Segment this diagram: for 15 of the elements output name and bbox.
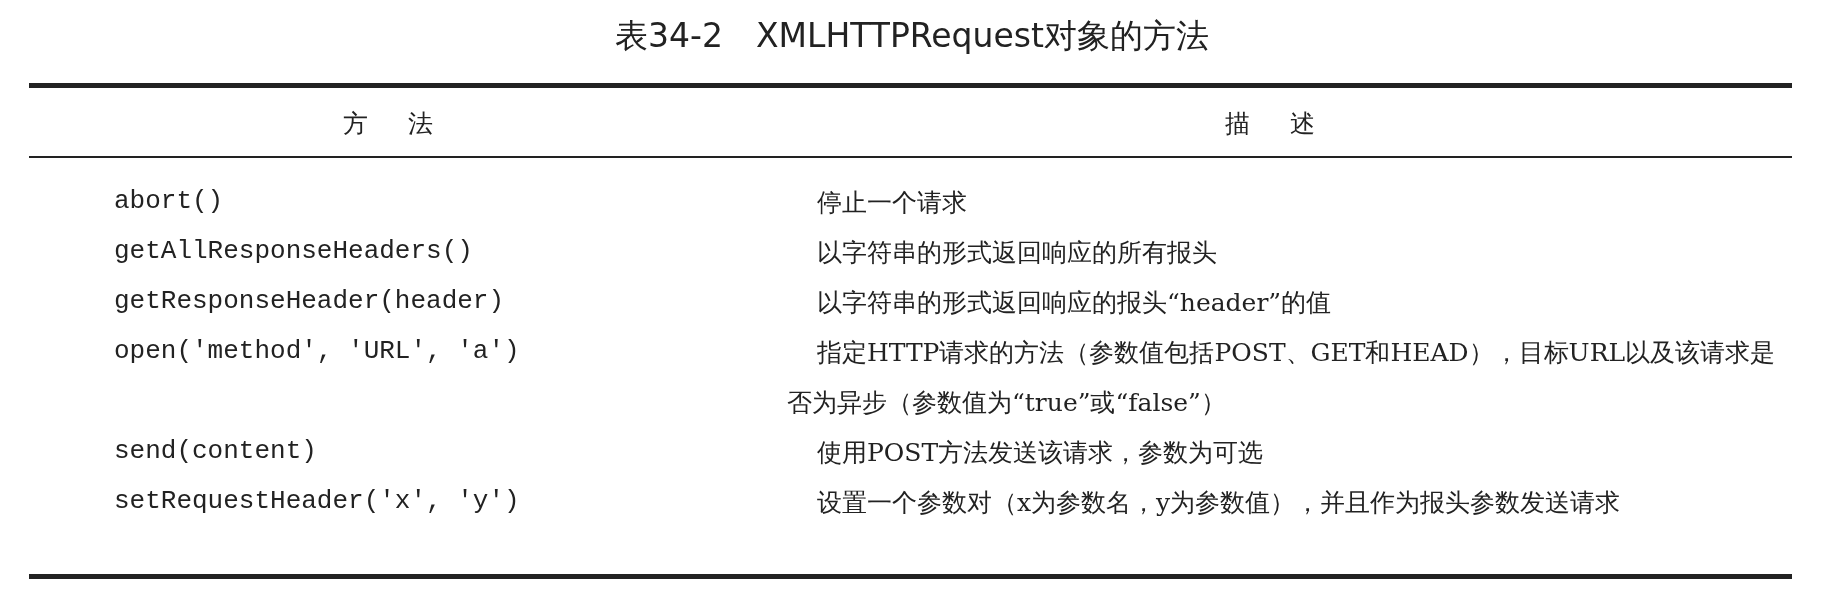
method-name: open('method', 'URL', 'a') [114, 336, 520, 366]
method-name: getResponseHeader(header) [114, 286, 505, 316]
description-text: 指定HTTP请求的方法（参数值包括POST、GET和HEAD），目标URL以及该请求是否为异步（参数值为“true”或“false”） [787, 337, 1777, 419]
description-text: 以字符串的形式返回响应的所有报头 [816, 237, 1218, 269]
column-header: 方法 [342, 108, 474, 140]
method-name: setRequestHeader('x', 'y') [114, 486, 520, 516]
description-text: 设置一个参数对（x为参数名，y为参数值），并且作为报头参数发送请求 [816, 487, 1622, 519]
method-name: abort() [114, 186, 224, 216]
column-header: 描述 [1223, 108, 1356, 140]
method-name: send(content) [114, 436, 317, 466]
description-text: 以字符串的形式返回响应的报头“header”的值 [816, 287, 1333, 319]
description-text: 停止一个请求 [816, 187, 968, 219]
method-name: getAllResponseHeaders() [114, 236, 473, 266]
table-title: 表34-2 XMLHTTPRequest对象的方法 [614, 15, 1210, 57]
description-text: 使用POST方法发送该请求，参数为可选 [816, 437, 1265, 469]
